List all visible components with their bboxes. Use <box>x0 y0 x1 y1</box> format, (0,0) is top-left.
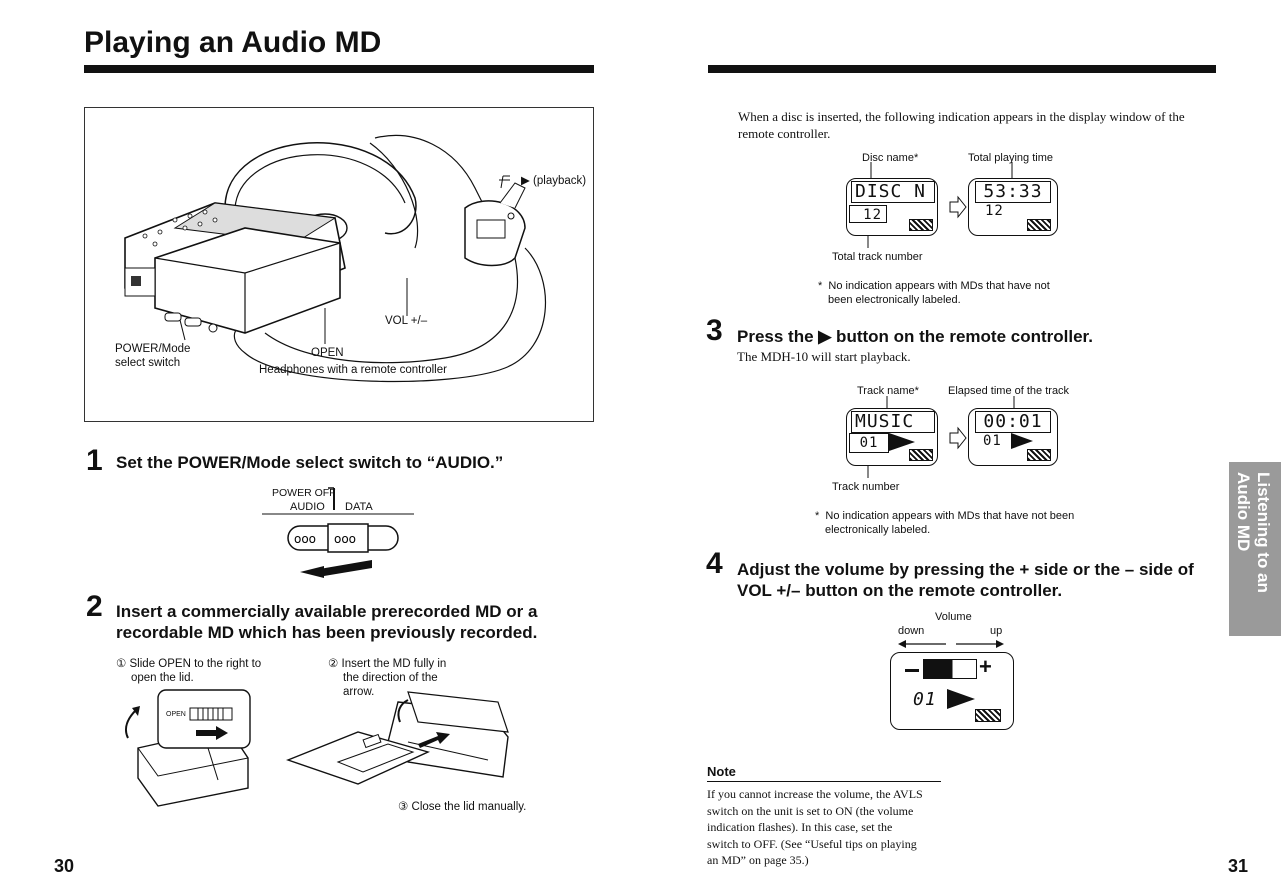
playback-label: ▶ (playback) <box>521 175 587 187</box>
lcd-track-name: MUSIC 01 <box>846 408 938 466</box>
plus-icon: + <box>979 654 992 679</box>
lcd-total-time: 53:33 12 <box>968 178 1058 236</box>
vol-label: VOL +/– <box>385 315 428 327</box>
svg-text:ooo: ooo <box>294 532 316 546</box>
step3-text: Press the ▶ button on the remote control… <box>737 327 1093 346</box>
footnote-1: * No indication appears with MDs that ha… <box>818 280 1050 306</box>
play-indicator-icon <box>947 689 975 709</box>
switch-power-off-label: POWER OFF <box>272 487 336 499</box>
track-number-label: Track number <box>832 481 900 493</box>
play-indicator-icon <box>889 433 915 451</box>
step2-sub1: ① Slide OPEN to the right to open the li… <box>116 658 262 684</box>
note-body: If you cannot increase the volume, the A… <box>707 787 923 867</box>
svg-text:ooo: ooo <box>334 532 356 546</box>
track-name-label: Track name* <box>857 385 919 397</box>
step2-text: Insert a commercially available prerecor… <box>116 602 538 642</box>
open-switch-label: OPEN <box>166 711 186 718</box>
section-side-tab: Listening to an Audio MD <box>1229 462 1281 636</box>
volume-down-label: down <box>898 625 925 637</box>
lcd-disc-name-text: DISC N <box>851 181 935 203</box>
step4-number: 4 <box>706 547 723 580</box>
page-number-right: 31 <box>1228 856 1249 876</box>
footnote-2: * No indication appears with MDs that ha… <box>815 510 1075 536</box>
step3-subtext: The MDH-10 will start playback. <box>737 349 911 364</box>
lcd-total-time-text: 53:33 <box>975 181 1051 203</box>
battery-icon <box>909 219 933 231</box>
lcd-track-number: 01 <box>849 433 889 453</box>
step2-sub3: ③ Close the lid manually. <box>398 801 527 813</box>
open-label: OPEN <box>311 347 344 359</box>
total-track-label: Total track number <box>832 251 923 263</box>
minus-icon <box>905 669 919 672</box>
switch-audio-label: AUDIO <box>290 501 325 513</box>
lcd-total-time-track: 12 <box>985 203 1004 219</box>
play-indicator-icon <box>1011 433 1033 449</box>
title-rule-left <box>84 65 594 73</box>
lcd-volume-track: 01 <box>913 689 937 710</box>
step3-number: 3 <box>706 314 723 347</box>
step4-text: Adjust the volume by pressing the + side… <box>737 560 1194 600</box>
side-tab-text: Listening to an Audio MD <box>1234 472 1273 593</box>
elapsed-time-label: Elapsed time of the track <box>948 385 1070 397</box>
insert-md-illustration <box>285 691 509 785</box>
total-time-label: Total playing time <box>968 152 1053 164</box>
headphones-label: Headphones with a remote controller <box>259 364 447 376</box>
lcd-elapsed-time: 00:01 01 <box>968 408 1058 466</box>
battery-icon <box>1027 449 1051 461</box>
volume-up-label: up <box>990 625 1003 637</box>
page-title: Playing an Audio MD <box>84 26 382 59</box>
title-rule-right <box>708 65 1216 73</box>
disc-name-label: Disc name* <box>862 152 919 164</box>
intro-text: When a disc is inserted, the following i… <box>738 109 1185 141</box>
step1-text: Set the POWER/Mode select switch to “AUD… <box>116 453 504 472</box>
power-mode-switch-icon: ooo ooo <box>262 487 414 578</box>
battery-icon <box>909 449 933 461</box>
md-player-illustration <box>124 134 547 383</box>
lcd-track-name-text: MUSIC <box>851 411 935 433</box>
power-mode-label: POWER/Mode select switch <box>115 343 191 369</box>
volume-arrows <box>898 640 1004 648</box>
lcd-disc-name: DISC N 12 <box>846 178 938 236</box>
step2-sub2: ② Insert the MD fully in the direction o… <box>328 658 447 698</box>
lcd-elapsed-time-text: 00:01 <box>975 411 1051 433</box>
switch-data-label: DATA <box>345 501 373 513</box>
lcd-elapsed-track: 01 <box>983 433 1002 449</box>
lcd-disc-track-count: 12 <box>849 205 887 223</box>
page-number-left: 30 <box>54 856 75 876</box>
volume-level-bar <box>923 659 977 679</box>
volume-label: Volume <box>935 611 972 623</box>
battery-icon <box>975 709 1001 722</box>
battery-icon <box>1027 219 1051 231</box>
note-rule <box>707 781 941 782</box>
lcd-volume: + 01 <box>890 652 1014 730</box>
note-heading: Note <box>707 764 736 779</box>
headphone-illustration-frame: ▶ (playback) VOL +/– POWER/Mode select s… <box>84 107 594 422</box>
step2-number: 2 <box>86 590 103 623</box>
step1-number: 1 <box>86 444 103 477</box>
open-lid-illustration <box>125 689 251 807</box>
